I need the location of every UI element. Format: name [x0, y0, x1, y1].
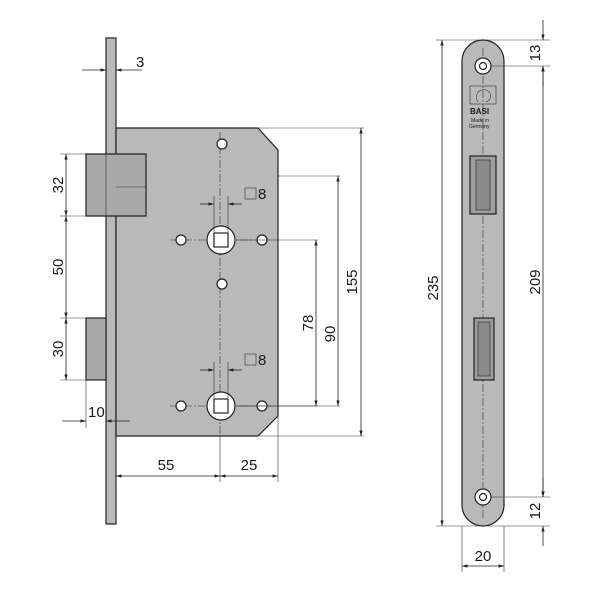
dim-32-label: 32: [50, 177, 67, 194]
latch-bolt: [85, 153, 147, 217]
screw-hole: [216, 278, 228, 290]
dim-20-label: 20: [475, 548, 492, 565]
dim-155-label: 155: [344, 269, 361, 294]
screw-hole: [175, 234, 187, 246]
dim-55-label: 55: [158, 457, 175, 474]
dim-235-label: 235: [425, 275, 442, 300]
lock-side-view: 78 90 155 8 8 3 32 50: [50, 37, 364, 525]
logo-line1: Made in: [471, 118, 489, 124]
dim-3-label: 3: [136, 54, 144, 71]
dim-13-label: 13: [527, 45, 544, 62]
dim-50-label: 50: [50, 259, 67, 276]
square-8-top-label: 8: [258, 186, 266, 203]
faceplate-front-view: BASI Made in Germany 235 13 209 12 20: [425, 20, 550, 572]
dim-10-label: 10: [88, 404, 105, 421]
square-8-bottom-label: 8: [258, 352, 266, 369]
dim-30-label: 30: [50, 341, 67, 358]
dim-12-label: 12: [527, 503, 544, 520]
screw-hole: [216, 138, 228, 150]
faceplate-side: [105, 37, 117, 525]
dead-bolt: [85, 317, 107, 381]
screw-hole: [175, 400, 187, 412]
dim-209-label: 209: [527, 269, 544, 294]
dim-78-label: 78: [300, 315, 317, 332]
logo-brand: BASI: [470, 107, 489, 116]
dim-90-label: 90: [322, 326, 339, 343]
logo-line2: Germany: [469, 124, 490, 130]
dim-25-label: 25: [241, 457, 258, 474]
